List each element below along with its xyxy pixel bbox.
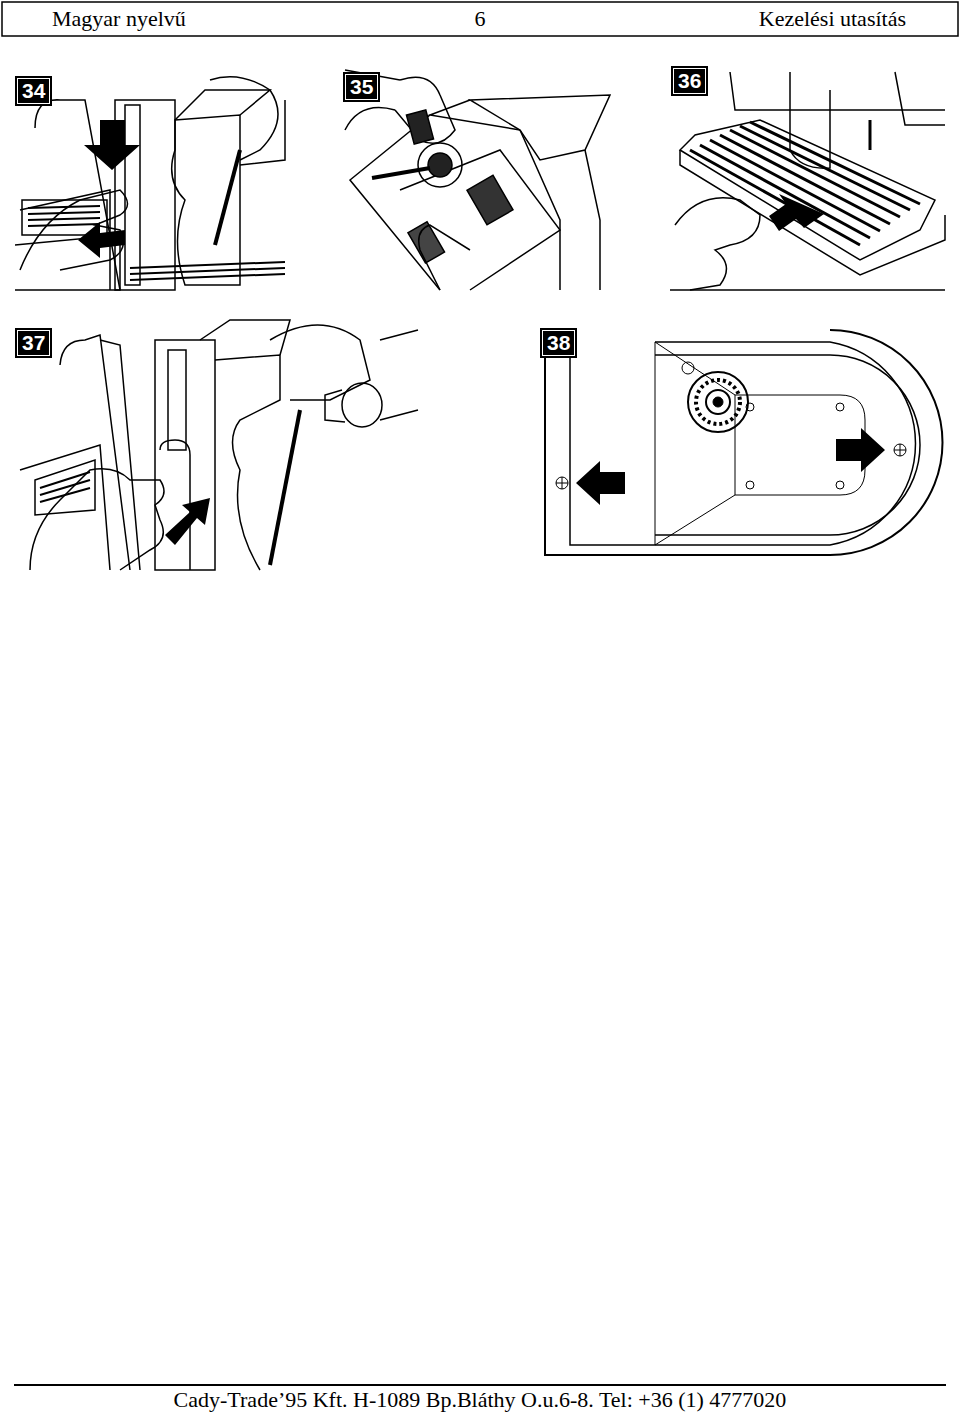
figure-36 <box>670 72 945 290</box>
figure-number: 36 <box>671 66 708 96</box>
figure-number: 37 <box>15 328 52 358</box>
figure-35 <box>345 70 610 290</box>
figure-number: 38 <box>540 328 577 358</box>
arrow-left <box>576 461 625 505</box>
figure-34 <box>15 77 285 290</box>
figure-37 <box>20 320 418 570</box>
header-text: Magyar nyelvű <box>52 6 186 32</box>
arrow-left <box>78 222 125 258</box>
header-text: Kezelési utasítás <box>759 6 906 32</box>
arrow-pull <box>769 194 824 231</box>
header-frame <box>2 2 958 36</box>
footer-text: Cady-Trade’95 Kft. H-1089 Bp.Bláthy O.u.… <box>174 1387 787 1413</box>
footer-rule <box>14 1384 946 1386</box>
arrow-insert <box>165 498 210 545</box>
arrow-right <box>836 428 885 472</box>
arrow-down <box>84 120 140 170</box>
figure-number: 35 <box>343 72 380 102</box>
figure-38 <box>545 330 943 555</box>
figure-number: 34 <box>15 76 52 106</box>
page-number: 6 <box>475 6 486 32</box>
